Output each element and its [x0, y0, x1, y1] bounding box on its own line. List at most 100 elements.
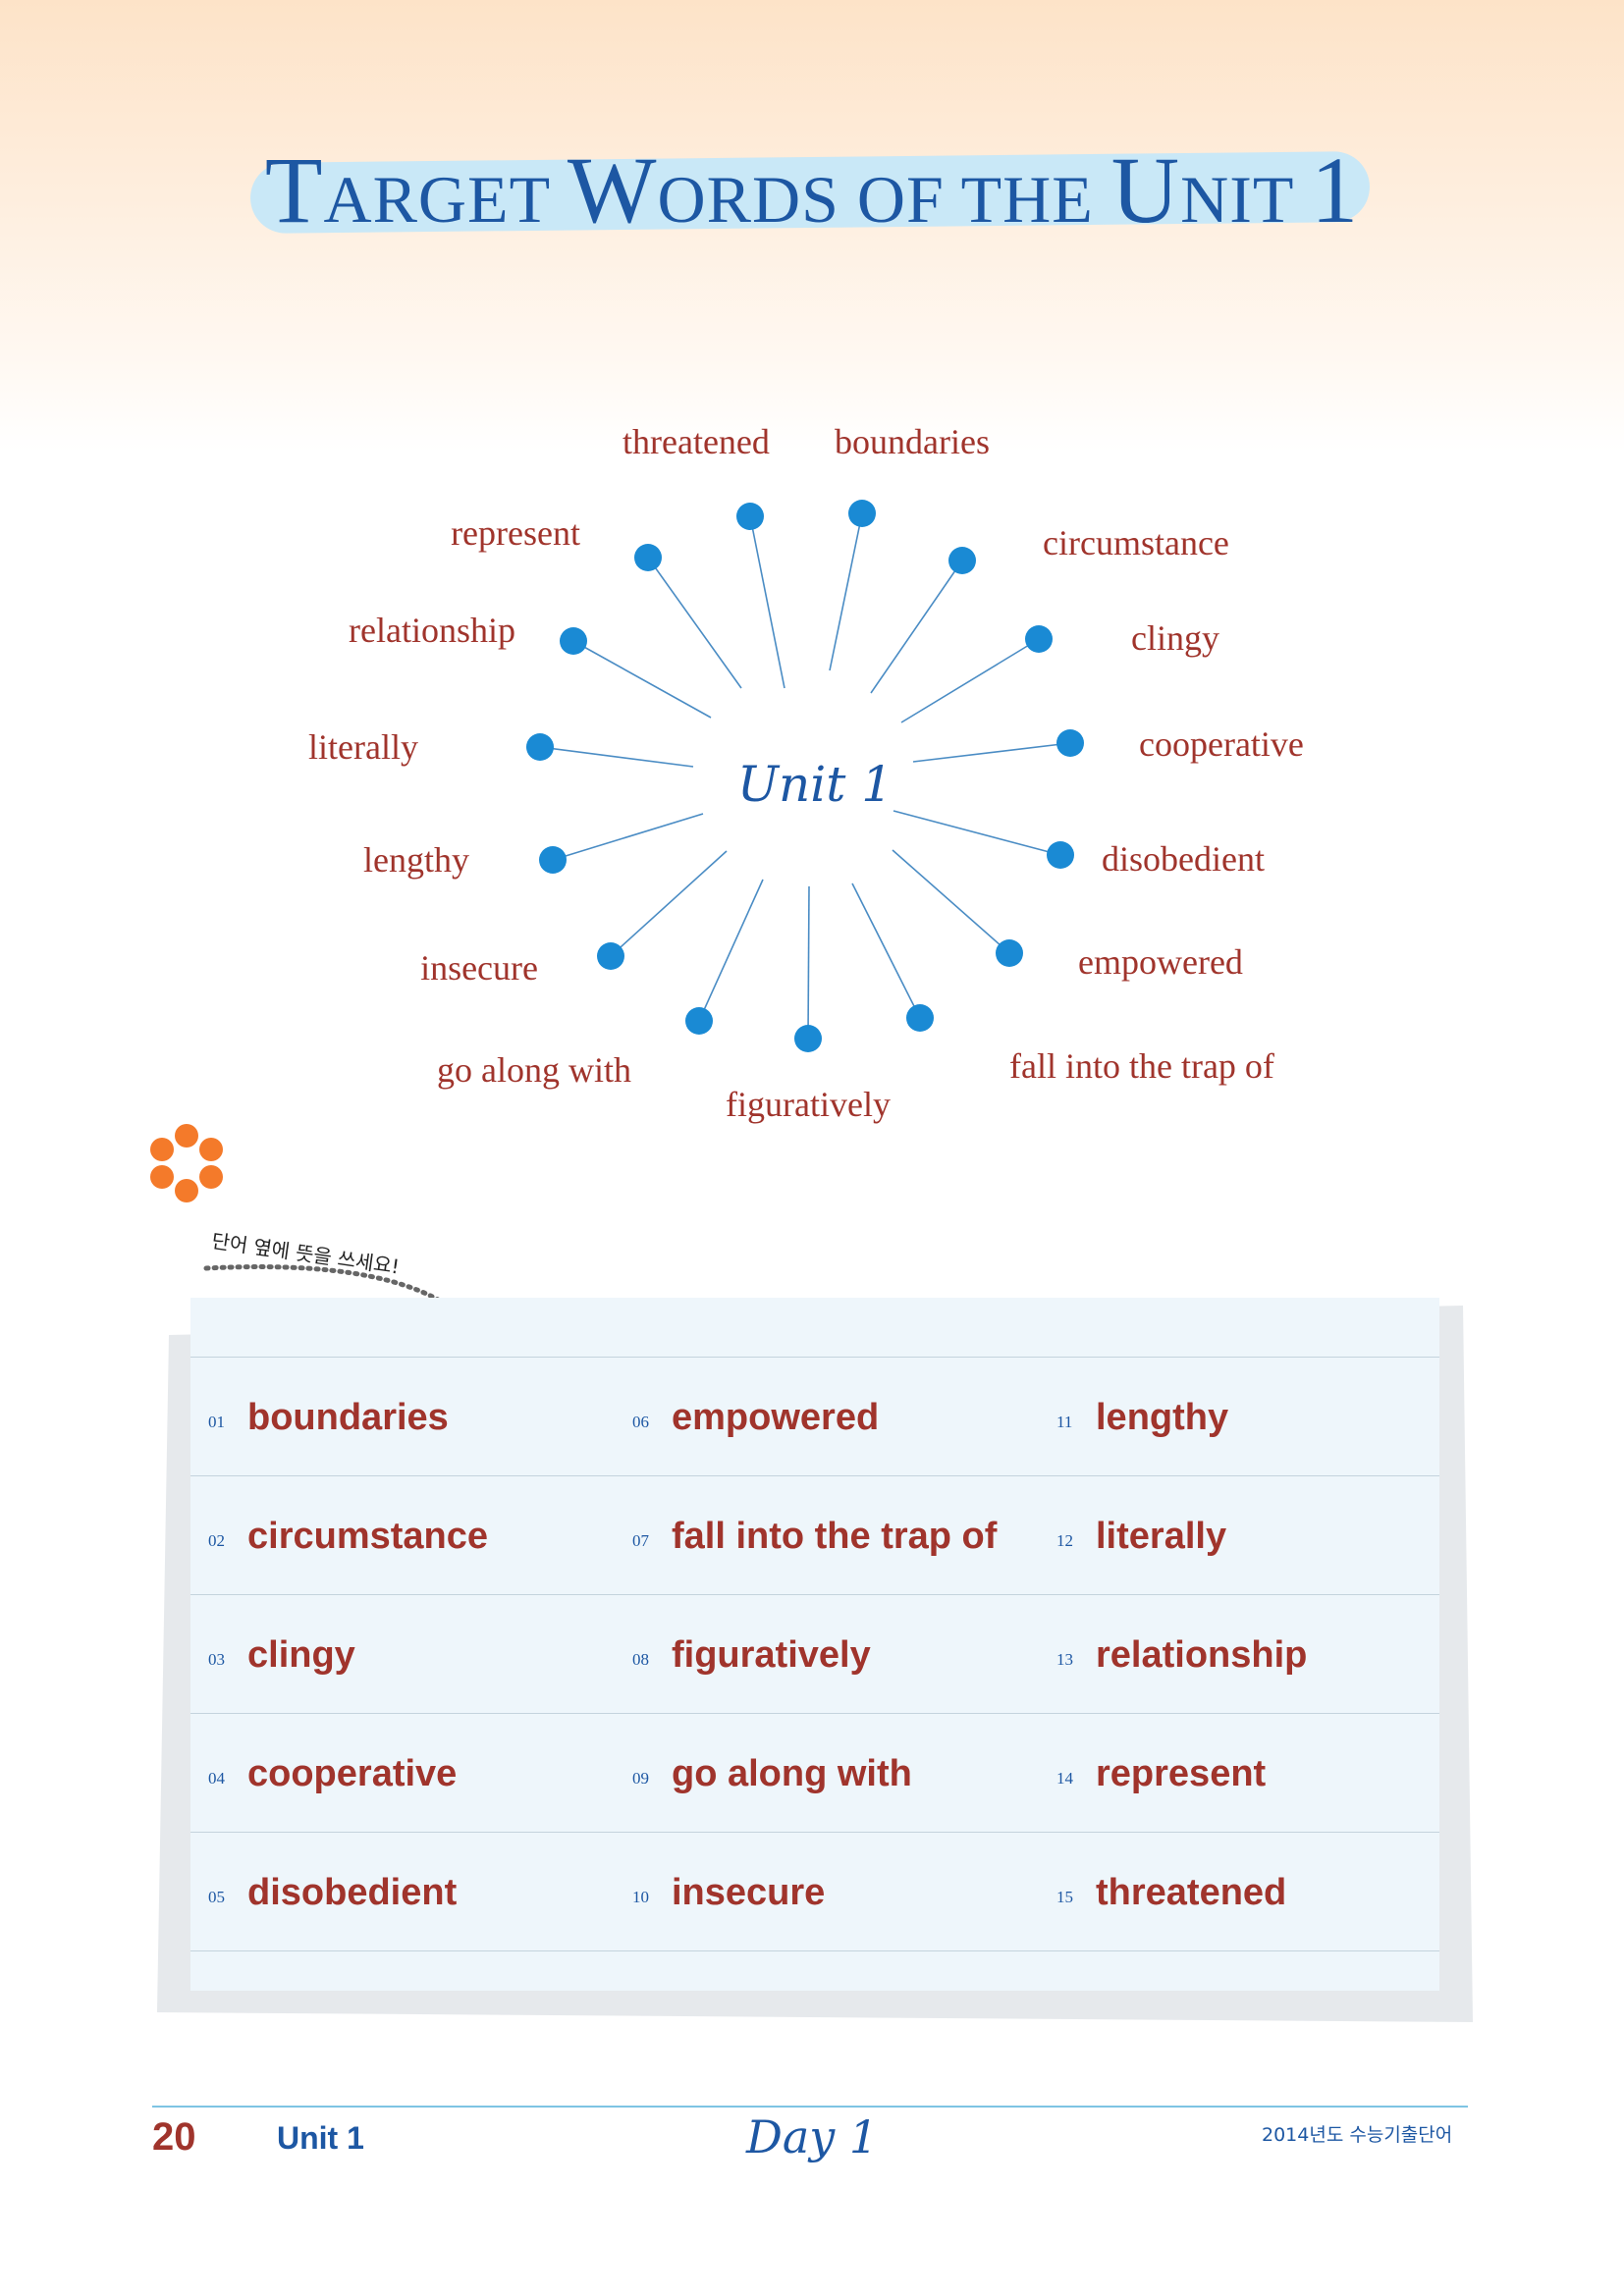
word-entry: 01 boundaries	[208, 1358, 449, 1477]
unit-word-diagram: Unit 1 threatened boundaries circumstance c…	[308, 422, 1304, 1124]
footer-divider	[152, 2106, 1468, 2108]
word-entry: 13 relationship	[1056, 1595, 1307, 1715]
title-part: ORDS OF THE	[657, 162, 1111, 237]
word-number: 08	[632, 1650, 649, 1669]
title-part: U	[1110, 137, 1181, 242]
word-number: 13	[1056, 1650, 1073, 1669]
word-number: 04	[208, 1769, 225, 1788]
word-text: represent	[1096, 1752, 1267, 1794]
word-number: 12	[1056, 1531, 1073, 1550]
diagram-dot	[526, 733, 554, 761]
diagram-word: boundaries	[835, 422, 990, 461]
flower-icon	[147, 1124, 226, 1202]
word-entry: 05 disobedient	[208, 1833, 457, 1952]
word-text: cooperative	[247, 1752, 458, 1794]
word-text: boundaries	[247, 1396, 449, 1438]
diagram-spoke	[610, 850, 728, 957]
footer-day: Day 1	[746, 2110, 879, 2163]
word-number: 09	[632, 1769, 649, 1788]
table-row: 05 disobedient 10 insecure 15 threatened	[190, 1832, 1439, 1952]
word-entry: 15 threatened	[1056, 1833, 1286, 1952]
diagram-dot	[848, 500, 876, 527]
diagram-spoke	[829, 512, 863, 671]
word-text: insecure	[672, 1871, 826, 1913]
word-text: figuratively	[672, 1633, 871, 1676]
word-number: 11	[1056, 1413, 1073, 1431]
diagram-dot	[597, 942, 624, 970]
word-entry: 12 literally	[1056, 1476, 1226, 1596]
word-entry: 11 lengthy	[1056, 1358, 1228, 1477]
word-number: 07	[632, 1531, 649, 1550]
diagram-spoke	[552, 813, 704, 861]
word-text: circumstance	[247, 1515, 489, 1557]
word-text: clingy	[247, 1633, 355, 1676]
word-text: lengthy	[1096, 1396, 1229, 1438]
diagram-word: cooperative	[1139, 724, 1304, 764]
diagram-spokes	[526, 500, 1084, 1052]
footer-unit: Unit 1	[277, 2120, 364, 2156]
footer-book-title: 2014년도 수능기출단어	[1262, 2124, 1453, 2146]
diagram-word: disobedient	[1102, 839, 1265, 879]
word-text: fall into the trap of	[672, 1515, 998, 1557]
title-part: 1	[1311, 137, 1360, 242]
word-number: 10	[632, 1888, 649, 1906]
diagram-spoke	[749, 515, 785, 689]
diagram-spoke	[807, 885, 810, 1040]
diagram-word: go along with	[437, 1050, 631, 1090]
diagram-word: circumstance	[1043, 523, 1229, 562]
diagram-dot	[685, 1007, 713, 1035]
diagram-spoke	[539, 746, 694, 768]
diagram-dot	[948, 547, 976, 574]
diagram-word: figuratively	[726, 1085, 891, 1124]
word-text: relationship	[1096, 1633, 1308, 1676]
diagram-dot	[1056, 729, 1084, 757]
diagram-dot	[539, 846, 567, 874]
word-text: go along with	[672, 1752, 912, 1794]
diagram-dot	[996, 939, 1023, 967]
diagram-word: relationship	[349, 611, 515, 650]
diagram-center-label: Unit 1	[736, 756, 893, 813]
diagram-dot	[1047, 841, 1074, 869]
diagram-word: fall into the trap of	[1009, 1046, 1274, 1086]
word-text: threatened	[1096, 1871, 1287, 1913]
diagram-dot	[794, 1025, 822, 1052]
word-entry: 07 fall into the trap of	[632, 1476, 997, 1596]
word-entry: 04 cooperative	[208, 1714, 457, 1834]
word-number: 01	[208, 1413, 225, 1431]
diagram-spoke	[698, 879, 764, 1022]
title-part: W	[567, 137, 658, 242]
diagram-word: threatened	[623, 422, 770, 461]
diagram-dot	[634, 544, 662, 571]
diagram-spoke	[893, 810, 1061, 856]
word-number: 15	[1056, 1888, 1073, 1906]
word-text: empowered	[672, 1396, 880, 1438]
title-part: ARGET	[323, 162, 568, 237]
diagram-word: literally	[308, 727, 418, 767]
diagram-spoke	[892, 849, 1010, 954]
diagram-spoke	[572, 640, 712, 719]
diagram-spoke	[851, 882, 921, 1019]
title-part: NIT	[1180, 162, 1312, 237]
diagram-dot	[736, 503, 764, 530]
diagram-spoke	[900, 638, 1040, 723]
word-text: literally	[1096, 1515, 1227, 1557]
diagram-dot	[560, 627, 587, 655]
word-entry: 09 go along with	[632, 1714, 912, 1834]
diagram-spoke	[647, 557, 742, 689]
diagram-spoke	[912, 742, 1071, 763]
diagram-word: insecure	[420, 948, 538, 988]
diagram-dot	[1025, 625, 1053, 653]
word-entry: 10 insecure	[632, 1833, 825, 1952]
word-text: disobedient	[247, 1871, 458, 1913]
word-number: 05	[208, 1888, 225, 1906]
title-part: T	[264, 137, 324, 242]
